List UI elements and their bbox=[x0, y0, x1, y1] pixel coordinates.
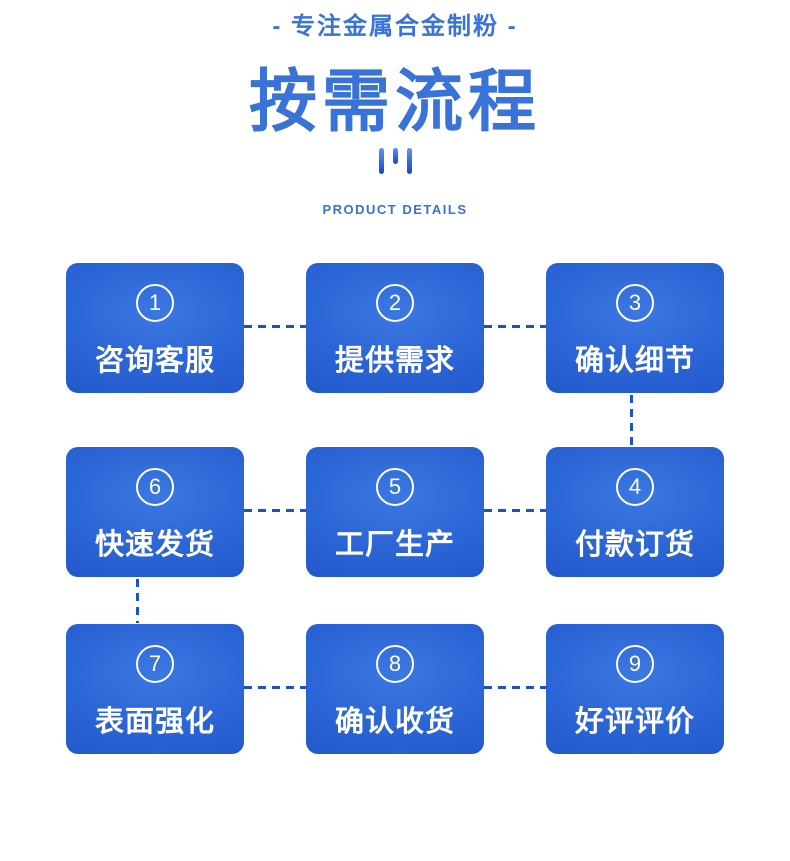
step-label: 好评评价 bbox=[574, 706, 695, 738]
subtitle-product-details: PRODUCT DETAILS bbox=[322, 202, 468, 217]
dashed-connector-8-9 bbox=[484, 686, 546, 689]
step-number-badge: 8 bbox=[376, 645, 414, 683]
dashed-connector-5-6 bbox=[244, 509, 306, 512]
flow-step-card-6: 6 快速发货 bbox=[66, 447, 244, 577]
bar-left-icon bbox=[378, 148, 384, 174]
flow-step-card-5: 5 工厂生产 bbox=[306, 447, 484, 577]
step-number-badge: 9 bbox=[616, 645, 654, 683]
step-number-badge: 2 bbox=[376, 284, 414, 322]
flow-step-card-8: 8 确认收货 bbox=[306, 624, 484, 754]
dashed-connector-7-8 bbox=[244, 686, 306, 689]
dashed-connector-3-4 bbox=[630, 395, 633, 445]
bar-middle-icon bbox=[392, 148, 398, 164]
flow-step-card-3: 3 确认细节 bbox=[546, 263, 724, 393]
flow-step-card-9: 9 好评评价 bbox=[546, 624, 724, 754]
step-label: 提供需求 bbox=[334, 345, 455, 377]
page-title: 按需流程 bbox=[248, 64, 541, 140]
dashed-connector-6-7 bbox=[136, 579, 139, 623]
dashed-connector-1-2 bbox=[244, 325, 306, 328]
flow-step-card-7: 7 表面强化 bbox=[66, 624, 244, 754]
step-label: 工厂生产 bbox=[334, 529, 455, 561]
triple-bars-icon bbox=[0, 148, 790, 176]
step-label: 快速发货 bbox=[94, 529, 215, 561]
step-label: 表面强化 bbox=[94, 706, 215, 738]
step-number-badge: 5 bbox=[376, 468, 414, 506]
step-number-badge: 4 bbox=[616, 468, 654, 506]
tagline: - 专注金属合金制粉 - bbox=[272, 13, 518, 40]
flow-step-card-4: 4 付款订货 bbox=[546, 447, 724, 577]
dashed-connector-2-3 bbox=[484, 325, 546, 328]
step-label: 确认收货 bbox=[334, 706, 455, 738]
step-label: 付款订货 bbox=[574, 529, 695, 561]
step-label: 确认细节 bbox=[574, 345, 695, 377]
step-number-badge: 7 bbox=[136, 645, 174, 683]
flow-step-card-1: 1 咨询客服 bbox=[66, 263, 244, 393]
step-number-badge: 1 bbox=[136, 284, 174, 322]
dashed-connector-4-5 bbox=[484, 509, 546, 512]
step-number-badge: 3 bbox=[616, 284, 654, 322]
flow-step-card-2: 2 提供需求 bbox=[306, 263, 484, 393]
step-label: 咨询客服 bbox=[94, 345, 215, 377]
bar-right-icon bbox=[406, 148, 412, 174]
step-number-badge: 6 bbox=[136, 468, 174, 506]
